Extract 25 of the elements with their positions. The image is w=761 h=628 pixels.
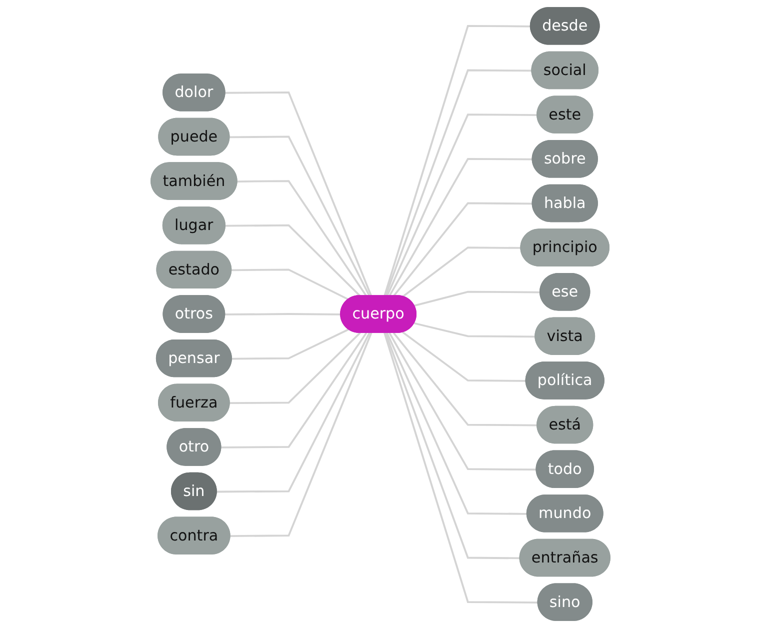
connector bbox=[384, 69, 532, 296]
connector bbox=[384, 332, 538, 604]
connector bbox=[230, 332, 372, 537]
connector bbox=[414, 290, 540, 307]
connector bbox=[216, 332, 370, 493]
connector bbox=[402, 246, 522, 298]
connector bbox=[384, 24, 531, 296]
connector bbox=[225, 313, 342, 316]
connector bbox=[225, 91, 372, 296]
connector bbox=[402, 332, 526, 382]
connector bbox=[237, 180, 368, 297]
connector bbox=[392, 202, 533, 297]
connector bbox=[388, 158, 533, 297]
connector bbox=[230, 136, 370, 297]
connector bbox=[221, 332, 368, 448]
connector bbox=[384, 332, 520, 560]
connector bbox=[232, 328, 350, 360]
connector bbox=[388, 332, 537, 471]
connector bbox=[386, 114, 538, 296]
connector bbox=[232, 268, 350, 300]
connector bbox=[392, 332, 538, 426]
connector bbox=[386, 332, 528, 515]
connector bbox=[230, 332, 361, 404]
connector bbox=[414, 322, 536, 338]
connector bbox=[225, 224, 361, 297]
